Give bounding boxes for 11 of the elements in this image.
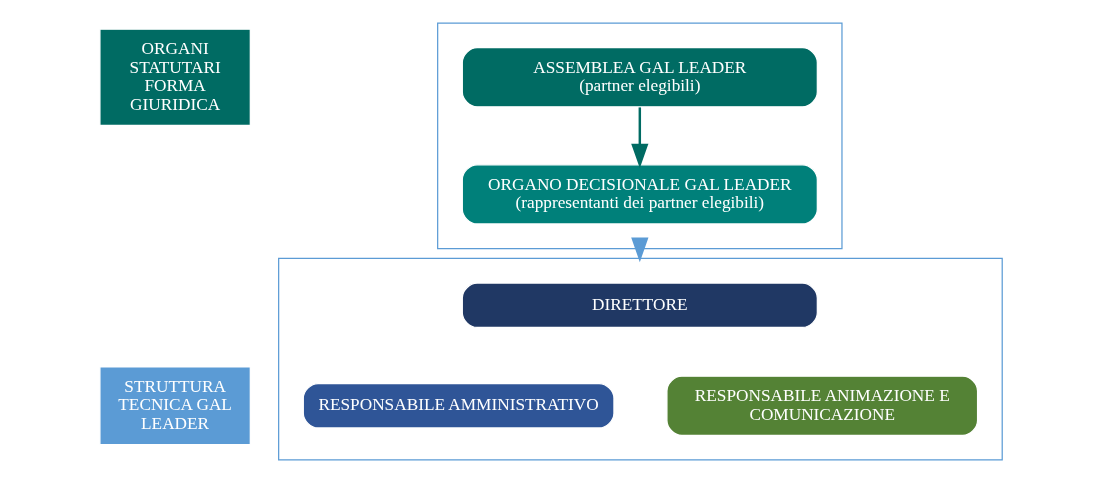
node-box: ORGANI STATUTARI FORMA GIURIDICA	[99, 28, 251, 126]
cluster	[278, 257, 1003, 461]
node-box: DIRETTORE	[461, 282, 818, 329]
node-box: ORGANO DECISIONALE GAL LEADER (rappresentanti dei partner elegibili)	[461, 164, 818, 225]
node-box: RESPONSABILE ANIMAZIONE E COMUNICAZIONE	[666, 375, 979, 436]
node-box: STRUTTURA TECNICA GAL LEADER	[99, 366, 251, 446]
arrow	[631, 107, 649, 169]
node-box: ASSEMBLEA GAL LEADER (partner elegibili)	[461, 47, 818, 108]
arrow	[631, 237, 649, 263]
node-box: RESPONSABILE AMMINISTRATIVO	[302, 382, 615, 429]
cluster	[437, 22, 843, 250]
